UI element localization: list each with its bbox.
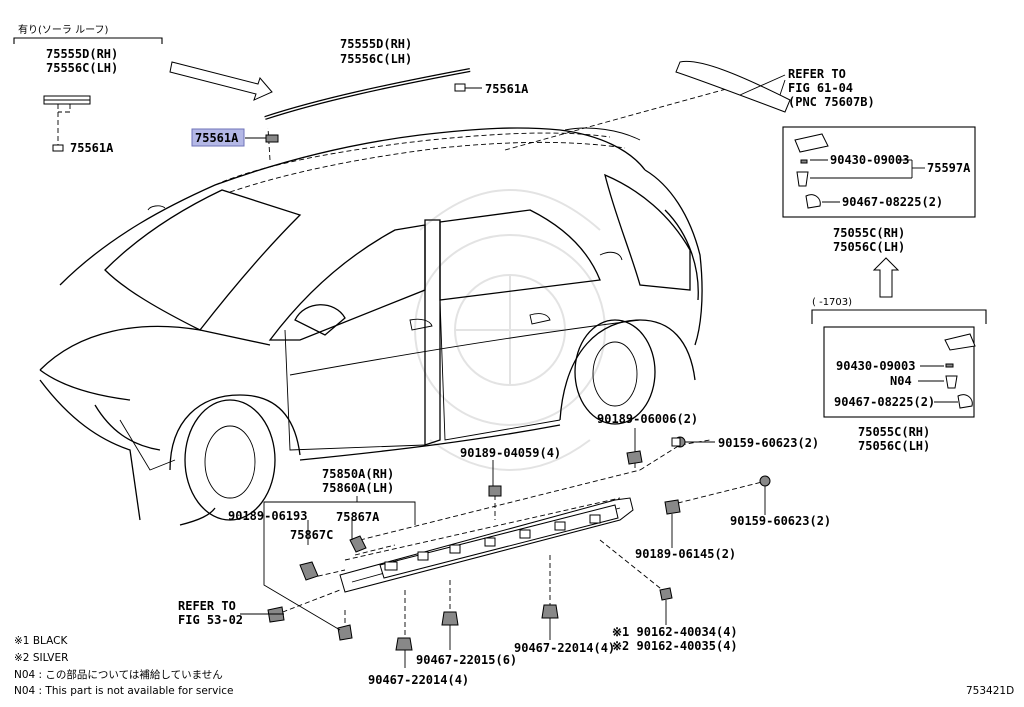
- clip-90467-22015: [441, 611, 459, 626]
- label-75867C: 75867C: [290, 528, 333, 542]
- note-black: ※1 BLACK: [14, 635, 68, 647]
- label-75867A: 75867A: [336, 510, 380, 524]
- label-75555D-rh-sunroof: 75555D(RH): [46, 47, 118, 61]
- label-90159-60623-lower: 90159-60623(2): [730, 514, 831, 528]
- roof-molding-75555D-sunroof: [43, 95, 91, 105]
- roof-molding-75555D: [264, 68, 471, 120]
- clip-90467-22014-a: [541, 604, 559, 619]
- label-90467-08225-b: 90467-08225(2): [834, 395, 935, 409]
- label-75056C-lh-b: 75056C(LH): [858, 439, 930, 453]
- label-75850A-rh: 75850A(RH): [322, 467, 394, 481]
- rocker-panel-75850A: [339, 497, 634, 593]
- clip-90467-22014-b: [395, 637, 413, 651]
- clip-90159-60623-upper: [671, 436, 686, 448]
- label-75860A-lh: 75860A(LH): [322, 481, 394, 495]
- note-silver: ※2 SILVER: [14, 652, 68, 664]
- label-75555D-rh: 75555D(RH): [340, 37, 412, 51]
- label-90159-60623-upper: 90159-60623(2): [718, 436, 819, 450]
- highlight-box: [191, 128, 245, 147]
- clip-90189-04059: [488, 485, 502, 497]
- label-solar-roof: 有り(ソーラ ルーフ): [18, 23, 108, 36]
- label-90467-22014-b: 90467-22014(4): [368, 673, 469, 687]
- label-75056C-lh-a: 75056C(LH): [833, 240, 905, 254]
- label-90430-09003-b: 90430-09003: [836, 359, 915, 373]
- clip-90159-60623-lower: [759, 475, 771, 487]
- label-90467-08225-a: 90467-08225(2): [842, 195, 943, 209]
- label-75597A: 75597A: [927, 161, 971, 175]
- label-90162-40034: ※1 90162-40034(4): [612, 625, 738, 639]
- label-90189-04059: 90189-04059(4): [460, 446, 561, 460]
- label-75561A-highlight: 75561A: [195, 131, 239, 145]
- clip-75867C: [299, 561, 319, 581]
- label-refer-to-61: REFER TO: [788, 67, 846, 81]
- vehicle-outline: [39, 127, 703, 526]
- clip-75561A-highlight: [265, 134, 279, 143]
- label-90189-06145: 90189-06145(2): [635, 547, 736, 561]
- diagram-id: 753421D: [966, 685, 1014, 697]
- label-n04: N04: [890, 374, 912, 388]
- label-90189-06193: 90189-06193: [228, 509, 307, 523]
- garnish-clip-lower: [918, 333, 976, 409]
- watermark-emblem: [414, 189, 606, 471]
- label-75055C-rh-a: 75055C(RH): [833, 226, 905, 240]
- clip-75561A-right: [454, 83, 482, 92]
- label-90189-06006: 90189-06006(2): [597, 412, 698, 426]
- up-arrow-icon: [872, 257, 900, 298]
- label-75561A-right: 75561A: [485, 82, 529, 96]
- rear-spoiler-piece: [675, 60, 791, 113]
- arrow-to-vehicle-icon: [169, 61, 273, 101]
- note-n04-jp: N04 : この部品については補給していません: [14, 668, 223, 681]
- label-fig-53-02: FIG 53-02: [178, 613, 243, 627]
- garnish-clip-upper: [794, 133, 925, 209]
- clip-fig53: [267, 606, 285, 623]
- clip-90189-06193: [337, 624, 353, 641]
- label-75561A-left: 75561A: [70, 141, 114, 155]
- label-refer-to-53: REFER TO: [178, 599, 236, 613]
- note-n04-en: N04 : This part is not available for ser…: [14, 685, 233, 697]
- label-90162-40035: ※2 90162-40035(4): [612, 639, 738, 653]
- label-90430-09003-a: 90430-09003: [830, 153, 909, 167]
- clip-90189-06145: [664, 499, 681, 515]
- label-75055C-rh-b: 75055C(RH): [858, 425, 930, 439]
- clip-75867A: [349, 535, 367, 553]
- label-75556C-lh-sunroof: 75556C(LH): [46, 61, 118, 75]
- label-90467-22014-a: 90467-22014(4): [514, 641, 615, 655]
- label-fig-61-04: FIG 61-04: [788, 81, 853, 95]
- label-pnc-75607B: (PNC 75607B): [788, 95, 875, 109]
- clip-90189-06006: [626, 450, 643, 465]
- clip-75561A-left: [52, 104, 71, 152]
- screw-90162: [659, 587, 673, 601]
- label-75556C-lh: 75556C(LH): [340, 52, 412, 66]
- label-90467-22015: 90467-22015(6): [416, 653, 517, 667]
- label-range-1703: ( -1703): [812, 297, 852, 308]
